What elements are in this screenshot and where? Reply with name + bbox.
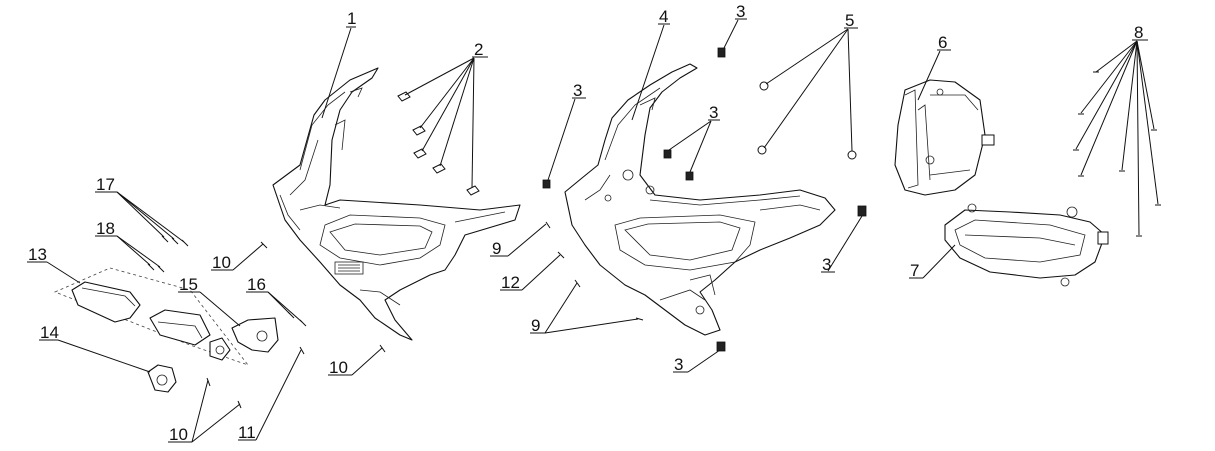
callout-8: 8: [1134, 23, 1143, 42]
callout-13: 13: [28, 245, 47, 264]
callout-10: 10: [212, 253, 231, 272]
callout-16: 16: [247, 275, 266, 294]
callout-9: 9: [492, 239, 501, 258]
front-cowl-part: [272, 67, 521, 341]
callout-6: 6: [938, 33, 947, 52]
callout-10: 10: [329, 358, 348, 377]
leader-lines: [27, 18, 1159, 443]
callout-5: 5: [845, 11, 854, 30]
callout-3: 3: [736, 2, 745, 21]
callout-12: 12: [501, 273, 520, 292]
callout-3: 3: [822, 255, 831, 274]
callout-14: 14: [40, 323, 59, 342]
callout-15: 15: [179, 275, 198, 294]
callout-10: 10: [169, 425, 188, 444]
module-assembly: [53, 267, 279, 393]
callout-3: 3: [709, 103, 718, 122]
callout-2: 2: [474, 40, 483, 59]
headlight-lower-part: [944, 203, 1109, 287]
callout-18: 18: [96, 219, 115, 238]
callout-17: 17: [96, 175, 115, 194]
callout-3: 3: [674, 355, 683, 374]
inner-panel-part: [564, 63, 836, 336]
callout-7: 7: [910, 261, 919, 280]
callout-4: 4: [659, 7, 668, 26]
callout-1: 1: [347, 9, 356, 28]
callout-11: 11: [238, 423, 256, 442]
callout-labels: 1 2 3 3 3 3 3 4 5 6 7 8 9 9 10 10 10 11 …: [28, 2, 1143, 444]
callout-9: 9: [531, 316, 540, 335]
headlight-upper-part: [894, 79, 995, 196]
callout-3: 3: [573, 81, 582, 100]
